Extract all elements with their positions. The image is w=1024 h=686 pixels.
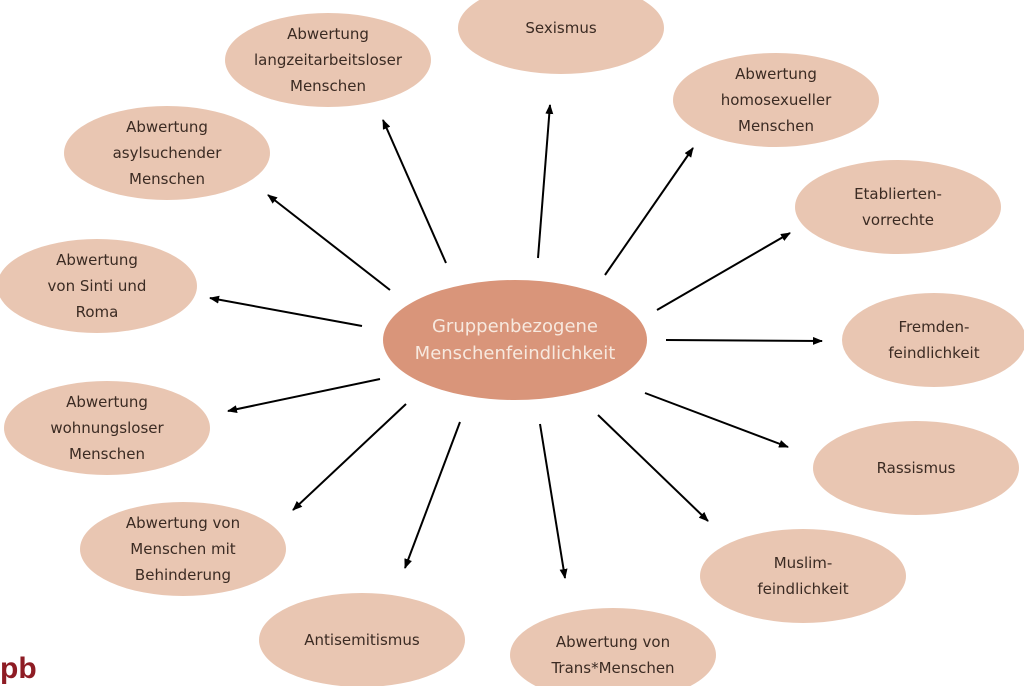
node-label: Etablierten-: [854, 185, 942, 203]
arrow-muslimfeindlichkeit: [597, 414, 709, 522]
node-ellipse: [673, 53, 879, 147]
node-label: Roma: [76, 303, 119, 321]
center-label: Gruppenbezogene: [432, 316, 598, 337]
arrow-sexismus: [537, 104, 554, 259]
node-label: Trans*Menschen: [550, 659, 674, 677]
arrow-fremdenfeindlichkeit: [665, 336, 823, 345]
node-label: homosexueller: [721, 91, 832, 109]
node-ellipse: [0, 239, 197, 333]
node-label: Abwertung: [66, 393, 148, 411]
node-label: Abwertung: [56, 251, 138, 269]
node-label: Abwertung von: [556, 633, 670, 651]
logo: pb: [0, 652, 37, 685]
node-label: asylsuchender: [113, 144, 223, 162]
arrow-antisemitismus: [404, 421, 461, 569]
arrow-wohnungslose: [227, 378, 381, 414]
node-sexismus: Sexismus: [458, 0, 664, 74]
node-ellipse: [813, 421, 1019, 515]
node-label: Menschen: [738, 117, 814, 135]
node-label: Abwertung: [735, 65, 817, 83]
node-label: Abwertung: [126, 118, 208, 136]
node-label: von Sinti und: [48, 277, 147, 295]
node-fremdenfeindlichkeit: Fremden-feindlichkeit: [842, 293, 1024, 387]
node-ellipse: [700, 529, 906, 623]
node-antisemitismus: Antisemitismus: [259, 593, 465, 686]
node-label: Abwertung von: [126, 514, 240, 532]
node-label: wohnungsloser: [50, 419, 164, 437]
arrow-rassismus: [644, 392, 789, 448]
node-label: Abwertung: [287, 25, 369, 43]
node-ellipse: [64, 106, 270, 200]
node-label: Behinderung: [135, 566, 231, 584]
node-label: Fremden-: [899, 318, 970, 336]
arrow-langzeitarbeitslose: [382, 119, 447, 264]
arrow-trans: [539, 423, 568, 579]
node-ellipse: [80, 502, 286, 596]
arrow-etabliertenvorrechte: [656, 232, 791, 311]
node-label: Muslim-: [774, 554, 833, 572]
center-ellipse: [383, 280, 647, 400]
node-ellipse: [259, 593, 465, 686]
node-label: Sexismus: [525, 19, 596, 37]
arrow-homosexuelle: [604, 147, 694, 276]
arrow-asylsuchende: [267, 194, 391, 291]
node-label: Antisemitismus: [304, 631, 420, 649]
node-label: Menschen mit: [130, 540, 236, 558]
center-label: Menschenfeindlichkeit: [415, 343, 616, 364]
node-label: feindlichkeit: [757, 580, 848, 598]
node-ellipse: [4, 381, 210, 475]
node-ellipse: [510, 608, 716, 686]
node-etabliertenvorrechte: Etablierten-vorrechte: [795, 160, 1001, 254]
node-label: Menschen: [290, 77, 366, 95]
arrow-behinderung: [292, 403, 407, 511]
node-label: vorrechte: [862, 211, 934, 229]
node-ellipse: [225, 13, 431, 107]
arrow-sinti-roma: [209, 295, 363, 327]
node-label: Rassismus: [877, 459, 956, 477]
node-ellipse: [795, 160, 1001, 254]
node-label: feindlichkeit: [888, 344, 979, 362]
node-label: Menschen: [129, 170, 205, 188]
node-ellipse: [842, 293, 1024, 387]
node-rassismus: Rassismus: [813, 421, 1019, 515]
node-label: langzeitarbeitsloser: [254, 51, 403, 69]
node-label: Menschen: [69, 445, 145, 463]
node-muslimfeindlichkeit: Muslim-feindlichkeit: [700, 529, 906, 623]
node-ellipse: [458, 0, 664, 74]
